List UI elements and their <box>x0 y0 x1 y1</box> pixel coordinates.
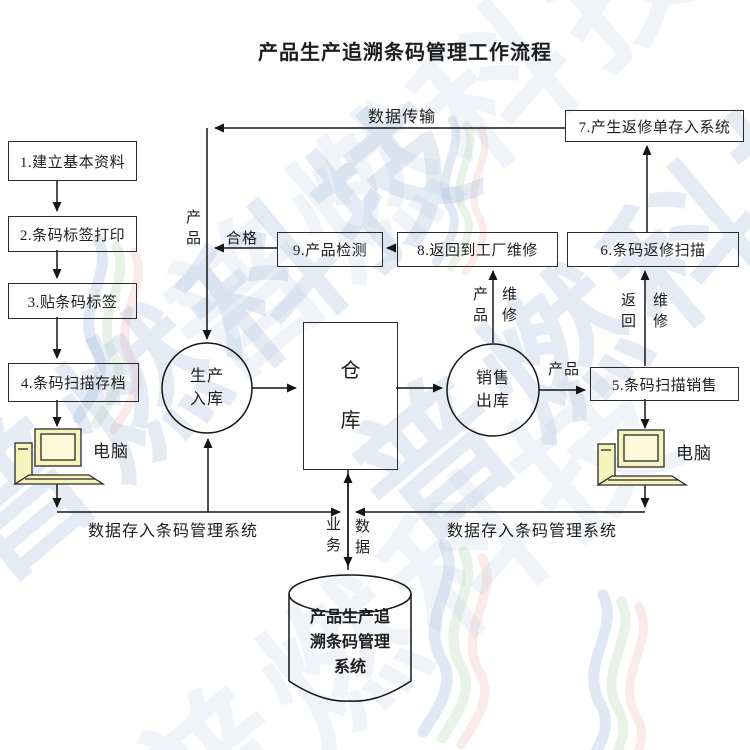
step-box-6: 6.条码返修扫描 <box>567 232 739 267</box>
database-cylinder-body <box>288 594 412 702</box>
label-store-right: 数据存入条码管理系统 <box>447 523 618 540</box>
label-business: 业务 <box>324 516 340 558</box>
label-data: 数据 <box>353 518 369 560</box>
label-computer-left: 电脑 <box>93 442 129 461</box>
computer-right-icon <box>597 429 687 486</box>
sales-out-label: 销售 出库 <box>447 344 539 436</box>
label-repair: 维修 <box>651 292 667 334</box>
label-product-return-line: 产品 <box>184 209 200 251</box>
production-in-line1: 生产 <box>189 367 224 385</box>
label-store-left: 数据存入条码管理系统 <box>88 523 259 540</box>
warehouse-label-line1: 仓 <box>340 360 361 382</box>
production-in-line2: 入库 <box>189 391 224 408</box>
database-label: 产品生产追 溯条码管理 系统 <box>288 606 412 680</box>
sales-out-line2: 出库 <box>475 393 510 410</box>
computer-left-icon <box>14 428 104 485</box>
label-qualified: 合格 <box>226 231 259 247</box>
warehouse-label-line2: 库 <box>340 410 361 432</box>
label-computer-right: 电脑 <box>676 444 712 463</box>
production-in-label: 生产 入库 <box>162 343 252 433</box>
step-box-9: 9.产品检测 <box>277 232 383 267</box>
warehouse-box: 仓 库 <box>303 322 398 470</box>
step-box-4: 4.条码扫描存档 <box>8 363 139 402</box>
step-box-1: 1.建立基本资料 <box>8 141 137 181</box>
database-line1: 产品生产追 <box>309 609 390 626</box>
label-data-transfer: 数据传输 <box>368 109 437 126</box>
label-product-to-step5: 产品 <box>548 362 581 378</box>
step-box-5: 5.条码扫描销售 <box>590 367 739 401</box>
page-title: 产品生产追溯条码管理工作流程 <box>258 42 552 64</box>
database-line3: 系统 <box>333 658 366 676</box>
label-sales-product: 产品 <box>471 286 487 328</box>
label-return: 返回 <box>619 292 635 334</box>
step-box-7: 7.产生返修单存入系统 <box>565 110 744 142</box>
database-line2: 溯条码管理 <box>309 633 390 651</box>
step-box-8: 8.返回到工厂维修 <box>397 232 558 267</box>
label-sales-repair: 维修 <box>500 286 516 328</box>
step-box-3: 3.贴条码标签 <box>8 283 137 319</box>
sales-out-line1: 销售 <box>475 369 510 387</box>
production-in-circle <box>161 342 253 434</box>
step-box-2: 2.条码标签打印 <box>8 216 137 252</box>
sales-out-circle <box>446 343 540 437</box>
